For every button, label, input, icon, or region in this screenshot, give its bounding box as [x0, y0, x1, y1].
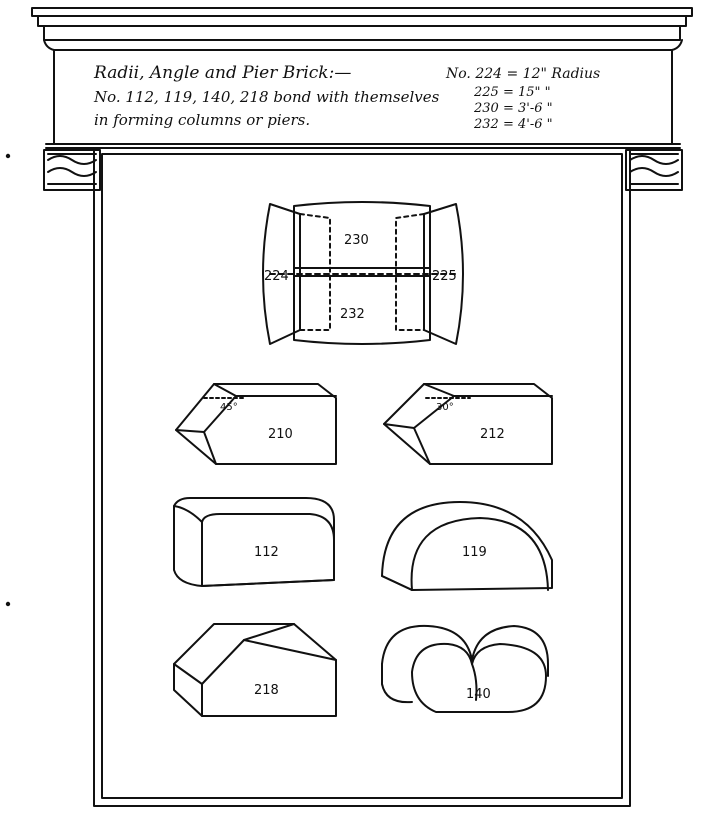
left-bracket — [43, 149, 101, 191]
arch-brick-assembly — [262, 201, 464, 345]
radius-line-3: 230 = 3'-6 " — [473, 101, 553, 116]
brick-212 — [383, 383, 553, 465]
arch-labels: 230 232 224 225 — [264, 233, 457, 322]
brick-112 — [173, 497, 335, 587]
radius-line-1: No. 224 = 12" Radius — [445, 66, 600, 82]
brick-140 — [381, 624, 549, 713]
row-4-labels: 218 140 — [254, 683, 491, 702]
brick-label-225: 225 — [432, 269, 457, 284]
header-title: Radii, Angle and Pier Brick:— — [93, 63, 351, 83]
radius-line-2: 225 = 15" " — [473, 85, 551, 100]
header-line-3: in forming columns or piers. — [94, 111, 310, 129]
header-line-2: No. 112, 119, 140, 218 bond with themsel… — [93, 88, 440, 106]
brick-label-232: 232 — [340, 307, 365, 322]
brick-label-230: 230 — [344, 233, 369, 248]
cornice — [31, 7, 693, 51]
main-panel-frame — [93, 147, 631, 807]
brick-210 — [175, 383, 337, 465]
brick-label-212: 212 — [480, 427, 505, 442]
brick-label-119: 119 — [462, 545, 487, 560]
right-bracket — [625, 149, 683, 191]
margin-marks — [5, 153, 11, 607]
angle-label-45: 45° — [220, 402, 238, 413]
brick-218 — [173, 623, 337, 717]
brick-label-210: 210 — [268, 427, 293, 442]
radius-line-4: 232 = 4'-6 " — [473, 117, 553, 132]
brick-119 — [381, 501, 553, 591]
brick-label-224: 224 — [264, 269, 289, 284]
header-text: Radii, Angle and Pier Brick:— No. 112, 1… — [93, 63, 600, 132]
angle-label-30: 30° — [436, 402, 454, 413]
row-2-labels: 45° 30° 210 212 — [220, 402, 505, 442]
brick-label-112: 112 — [254, 545, 279, 560]
brick-label-218: 218 — [254, 683, 279, 698]
brick-label-140: 140 — [466, 687, 491, 702]
row-3-labels: 112 119 — [254, 545, 487, 560]
